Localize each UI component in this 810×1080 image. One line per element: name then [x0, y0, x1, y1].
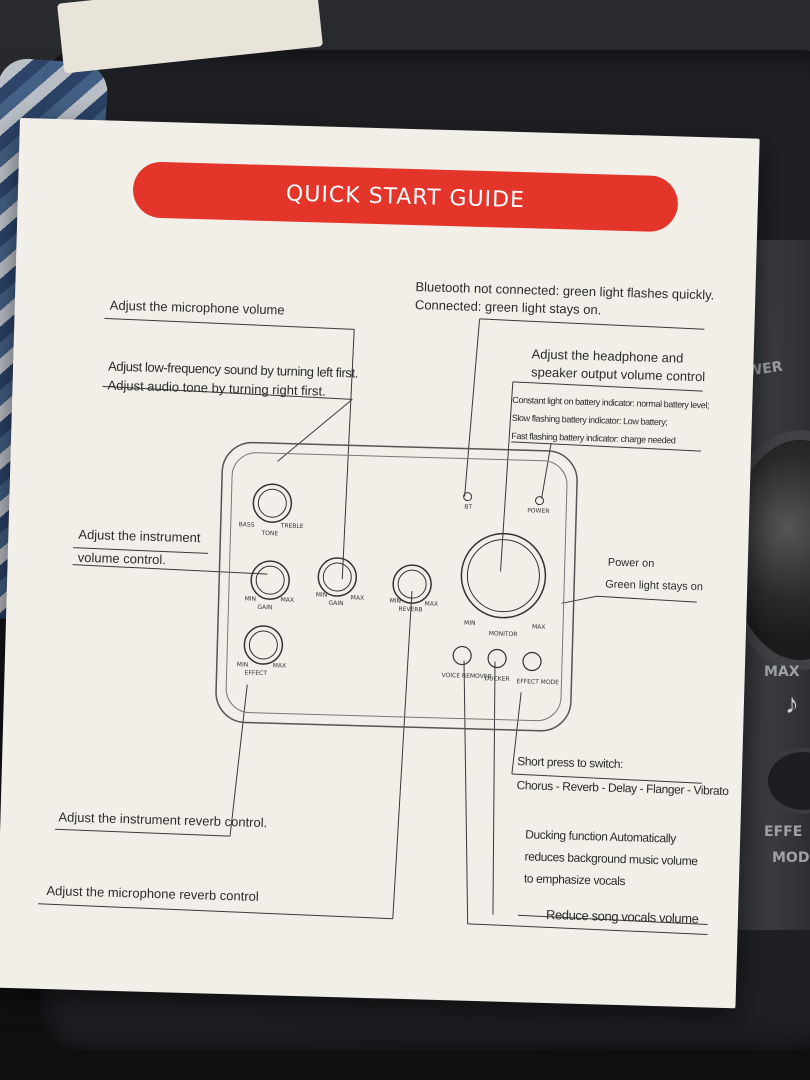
label-min-monitor: MIN	[464, 620, 476, 627]
label-power: POWER	[527, 507, 549, 515]
label-bt: BT	[464, 504, 472, 511]
guitar-icon: ♪	[785, 688, 799, 719]
label-voice-remover: VOICE REMOVER	[442, 672, 492, 680]
device-max-label: MAX	[764, 664, 800, 680]
device-effect-label: EFFE	[764, 824, 803, 840]
label-max-monitor: MAX	[532, 623, 546, 630]
instrument-volume-line2: volume control.	[77, 549, 167, 568]
label-gain: GAIN	[257, 604, 272, 611]
label-effect-mode: EFFECT MODE	[516, 678, 559, 686]
label-max-effect: MAX	[273, 662, 287, 669]
label-min-reverb: MIN	[390, 598, 402, 605]
quick-start-card: QUICK START GUIDE	[0, 118, 760, 1009]
effect-note-line1: Short press to switch:	[517, 754, 624, 772]
label-effect: EFFECT	[244, 669, 267, 677]
label-gain-mic: GAIN	[328, 600, 343, 607]
label-treble: TREBLE	[280, 522, 304, 530]
label-max-reverb: MAX	[424, 600, 438, 607]
label-monitor: MONITOR	[489, 630, 518, 638]
mixer-diagram: BASS TREBLE TONE MIN MAX GAIN MIN MAX EF…	[215, 441, 578, 732]
label-max-mic: MAX	[351, 594, 365, 601]
label-tone: TONE	[260, 530, 278, 537]
diagram-leader-lines: BASS TREBLE TONE MIN MAX GAIN MIN MAX EF…	[38, 317, 708, 936]
ducking-note-line3: to emphasize vocals	[523, 871, 626, 889]
device-mode-label: MOD	[772, 850, 810, 866]
instrument-volume-line1: Adjust the instrument	[78, 526, 201, 546]
power-note-line2: Green light stays on	[605, 578, 704, 594]
power-note-line1: Power on	[607, 556, 655, 570]
label-min-mic: MIN	[316, 591, 328, 598]
label-min-effect: MIN	[237, 661, 249, 668]
label-bass: BASS	[239, 521, 255, 528]
label-ducker: DUCKER	[484, 675, 509, 683]
label-min-gain: MIN	[245, 595, 257, 602]
label-max-gain: MAX	[281, 596, 295, 603]
label-reverb: REVERB	[398, 606, 422, 614]
